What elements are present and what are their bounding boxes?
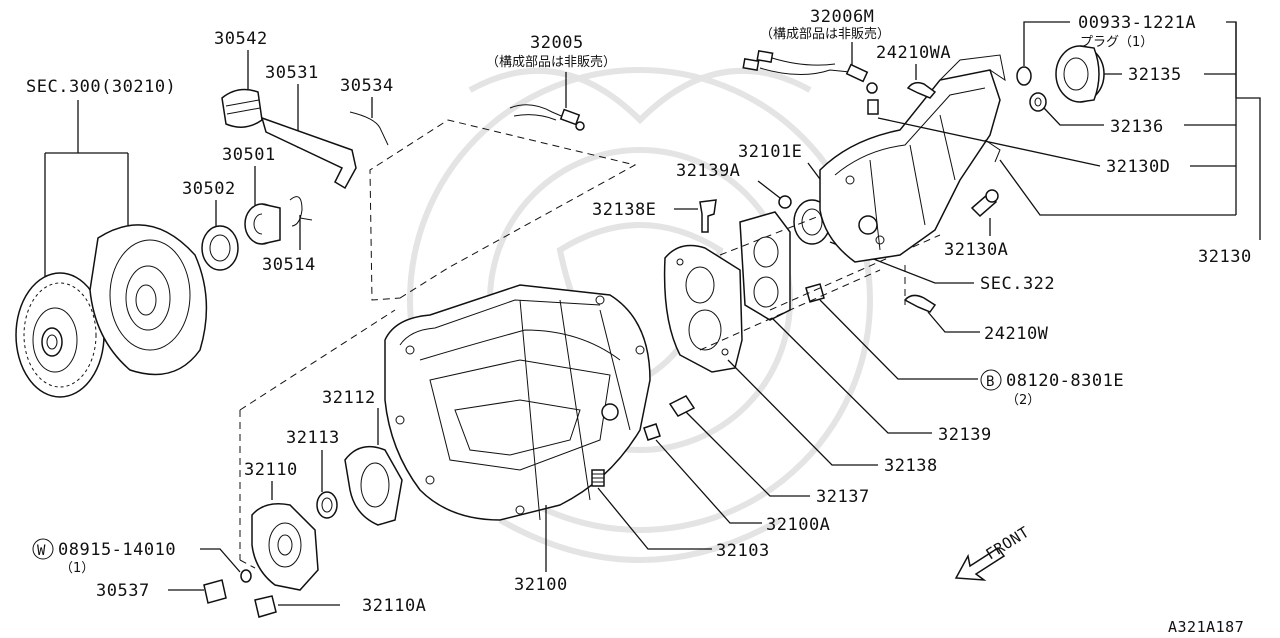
label-32130A: 32130A: [944, 240, 1008, 260]
washer-part: [240, 569, 252, 583]
front-cover-32110: [251, 503, 319, 591]
bearing-sleeve: [201, 225, 239, 271]
label-30501: 30501: [222, 145, 276, 165]
bolt-30537: [203, 579, 227, 604]
label-32100A: 32100A: [766, 515, 830, 535]
leader-24210W: [927, 311, 980, 333]
label-32103: 32103: [716, 541, 770, 561]
dashed-assembly-upper: [369, 119, 637, 301]
label-32130D: 32130D: [1106, 157, 1170, 177]
bolt-32130A-head: [985, 189, 999, 203]
plate-32139: [739, 211, 791, 321]
note-32005: （構成部品は非販売）: [486, 54, 616, 70]
qty-08915: （1）: [60, 561, 94, 576]
plug-32137: [668, 395, 696, 417]
label-30502: 30502: [182, 179, 236, 199]
label-32005: 32005: [530, 33, 584, 53]
label-sec322: SEC.322: [980, 274, 1055, 294]
withdrawal-lever: [260, 116, 357, 190]
bolt-marker: B: [986, 374, 995, 390]
leader-32136: [1043, 107, 1104, 126]
label-32112: 32112: [322, 388, 376, 408]
label-32113: 32113: [286, 428, 340, 448]
washer-marker: W: [37, 543, 46, 559]
label-30542: 30542: [214, 29, 268, 49]
plug-00933: [1016, 66, 1032, 86]
leader-32103: [597, 487, 712, 550]
transmission-case: [384, 284, 651, 521]
clip-part: [289, 196, 313, 227]
label-24210W: 24210W: [984, 324, 1049, 344]
leader-32100A: [655, 439, 762, 524]
label-32138E: 32138E: [592, 200, 656, 220]
label-08120: 08120-8301E: [1006, 371, 1124, 391]
leader-32139: [771, 317, 932, 434]
leader-32137: [685, 411, 810, 497]
oil-seal-32113: [316, 491, 338, 519]
clutch-cover: [89, 224, 208, 376]
clip-32138E: [699, 199, 717, 233]
label-32101E: 32101E: [738, 142, 802, 162]
leader-32130D: [877, 117, 1101, 167]
front-label: FRONT: [983, 523, 1033, 564]
label-32138: 32138: [884, 456, 938, 476]
label-32136: 32136: [1110, 117, 1164, 137]
dashed-assembly-left: [239, 309, 396, 569]
dowel-32139A: [778, 195, 792, 209]
label-32135: 32135: [1128, 65, 1182, 85]
leader-32139A: [757, 180, 781, 199]
bracket-32130: [999, 22, 1261, 240]
bracket-32130-top: [1226, 21, 1237, 98]
plug-32100A: [643, 423, 661, 441]
label-32139: 32139: [938, 425, 992, 445]
bolt-marker-circle: [980, 369, 1002, 391]
clip-24210WA: [906, 81, 937, 99]
label-32110: 32110: [244, 460, 298, 480]
label-24210WA: 24210WA: [876, 43, 951, 63]
label-sec300: SEC.300(30210): [26, 77, 176, 97]
nut-32136: [1029, 92, 1047, 112]
gasket-32112: [344, 445, 403, 526]
retainer-spring: [349, 111, 389, 146]
breather-32103: [591, 469, 605, 487]
diagram-id: A321A187: [1168, 618, 1244, 636]
sensor-32005: [509, 104, 585, 131]
leader-08120: [819, 299, 978, 380]
clutch-disc: [15, 272, 105, 398]
washer-marker-circle: [32, 538, 54, 560]
extension-housing: [819, 54, 1006, 263]
label-32139A: 32139A: [676, 161, 740, 181]
label-30531: 30531: [265, 63, 319, 83]
leader-sec300: [44, 100, 129, 300]
label-30514: 30514: [262, 255, 316, 275]
label-08915: 08915-14010: [58, 540, 176, 560]
sensor-32006M: [742, 49, 879, 115]
note-00933: プラグ（1）: [1080, 35, 1153, 50]
label-32110A: 32110A: [362, 596, 426, 616]
boot-part: [221, 88, 263, 128]
leader-00933: [1023, 21, 1070, 66]
leader-32138: [727, 359, 878, 466]
note-32006M: （構成部品は非販売）: [760, 26, 890, 42]
front-arrow-icon: [954, 546, 1006, 581]
label-30537: 30537: [96, 581, 150, 601]
leader-08915: [200, 548, 241, 573]
label-32137: 32137: [816, 487, 870, 507]
label-32100: 32100: [514, 575, 568, 595]
clip-24210W: [903, 294, 937, 313]
bolt-32110A: [254, 595, 277, 618]
label-30534: 30534: [340, 76, 394, 96]
qty-08120: （2）: [1006, 393, 1040, 408]
label-00933: 00933-1221A: [1078, 13, 1196, 33]
cover-32135: [1055, 45, 1105, 103]
label-32006M: 32006M: [810, 7, 874, 27]
release-bearing: [244, 203, 281, 245]
label-32130: 32130: [1198, 247, 1252, 267]
